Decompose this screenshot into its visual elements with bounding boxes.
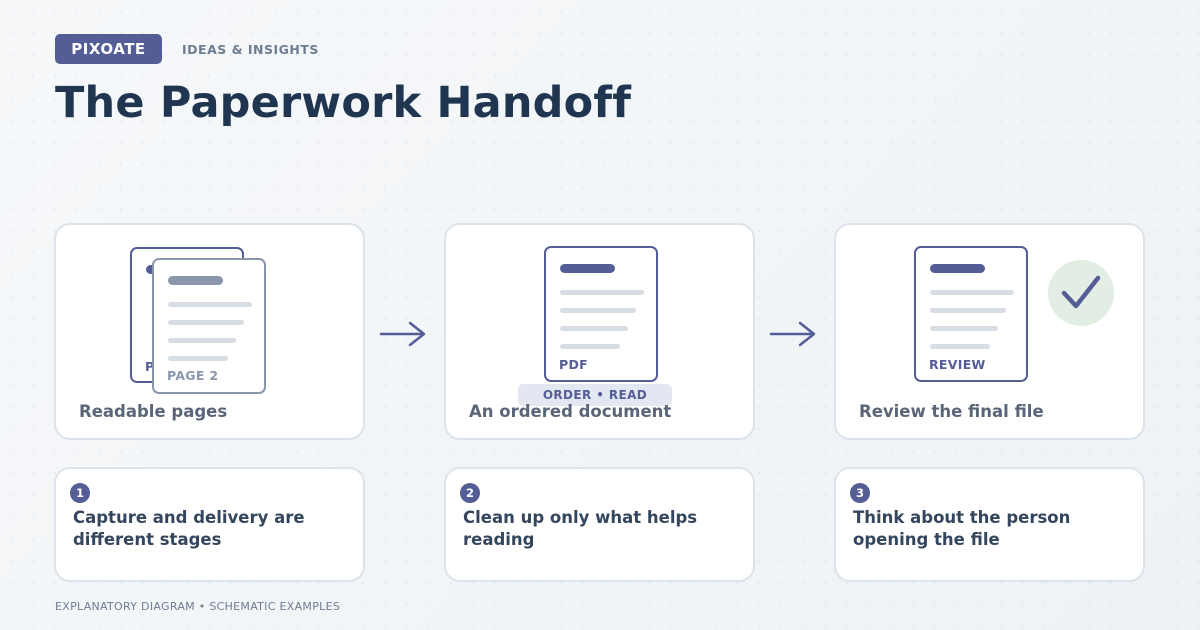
brand-badge: PIXOATE	[55, 34, 162, 64]
stage-card-ordered-document: PDF ORDER • READ An ordered document	[444, 223, 755, 440]
stage-label: Readable pages	[79, 402, 228, 421]
note-card-2: 2 Clean up only what helps reading	[444, 467, 755, 582]
order-read-pill: ORDER • READ	[518, 384, 672, 406]
brand-tagline: IDEAS & INSIGHTS	[182, 42, 319, 57]
pdf-label: PDF	[559, 357, 588, 372]
checkmark-icon	[1048, 260, 1114, 326]
step-number-badge: 1	[70, 483, 90, 503]
stage-label: Review the final file	[859, 402, 1044, 421]
step-number-badge: 2	[460, 483, 480, 503]
note-card-3: 3 Think about the person opening the fil…	[834, 467, 1145, 582]
step-number-badge: 3	[850, 483, 870, 503]
arrow-right-icon	[379, 321, 426, 347]
page-title: The Paperwork Handoff	[55, 78, 632, 128]
note-card-1: 1 Capture and delivery are different sta…	[54, 467, 365, 582]
page-2-icon: PAGE 2	[152, 258, 266, 394]
back-page-label: P	[145, 359, 155, 374]
note-text: Capture and delivery are different stage…	[73, 508, 305, 549]
review-document-icon: REVIEW	[914, 246, 1028, 382]
stage-card-review-final-file: REVIEW Review the final file	[834, 223, 1145, 440]
arrow-right-icon	[769, 321, 816, 347]
review-label: REVIEW	[929, 357, 986, 372]
stage-card-readable-pages: P PAGE 2 Readable pages	[54, 223, 365, 440]
note-text: Think about the person opening the file	[853, 508, 1071, 549]
pdf-document-icon: PDF	[544, 246, 658, 382]
note-text: Clean up only what helps reading	[463, 508, 698, 549]
footer-caption: EXPLANATORY DIAGRAM • SCHEMATIC EXAMPLES	[55, 600, 341, 613]
stage-label: An ordered document	[469, 402, 672, 421]
page-2-label: PAGE 2	[167, 368, 219, 383]
